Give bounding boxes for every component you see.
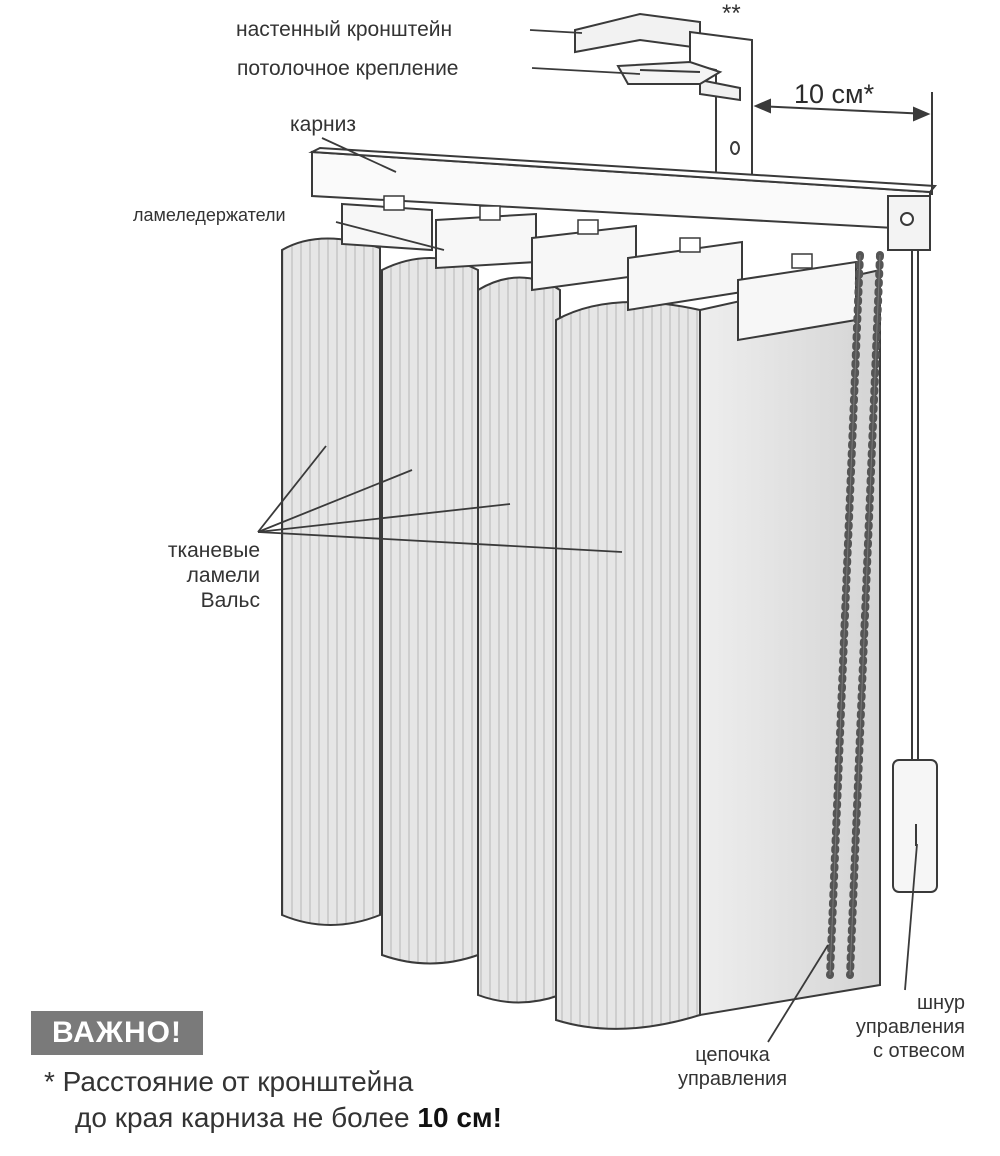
cornice-rail — [308, 146, 938, 251]
note-line-2: до края карниза не более 10 см! — [44, 1100, 502, 1136]
slat-holders — [341, 195, 857, 342]
fabric-slat-1 — [281, 237, 381, 926]
dimension-marker — [751, 92, 933, 195]
cornice-label: карниз — [290, 113, 356, 136]
fabric-slats-label: тканевые ламели Вальс — [167, 539, 260, 612]
wall-bracket-label: настенный кронштейн — [236, 18, 453, 41]
control-cord-label: шнур управления с отвесом — [855, 992, 965, 1062]
important-badge: ВАЖНО! — [31, 1011, 203, 1055]
slat-holders-label: ламеледержатели — [133, 205, 286, 225]
note-line-1: * Расстояние от кронштейна — [44, 1066, 414, 1097]
fabric-slat-2 — [381, 257, 479, 965]
control-chain-label: цепочка управления — [677, 1044, 788, 1090]
note-line-2-text: до края карниза не более — [75, 1102, 418, 1133]
important-note: * Расстояние от кронштейна до края карни… — [44, 1064, 502, 1136]
control-cord — [892, 250, 938, 893]
fabric-slat-3 — [477, 276, 561, 1004]
dimension-label: 10 см* — [794, 79, 875, 109]
wall-bracket — [574, 12, 753, 179]
double-asterisk-label: ** — [722, 0, 741, 27]
ceiling-mount — [616, 60, 723, 85]
note-line-2-bold: 10 см! — [417, 1102, 502, 1133]
leader-lines — [257, 29, 918, 1043]
ceiling-mount-label: потолочное крепление — [237, 57, 459, 80]
